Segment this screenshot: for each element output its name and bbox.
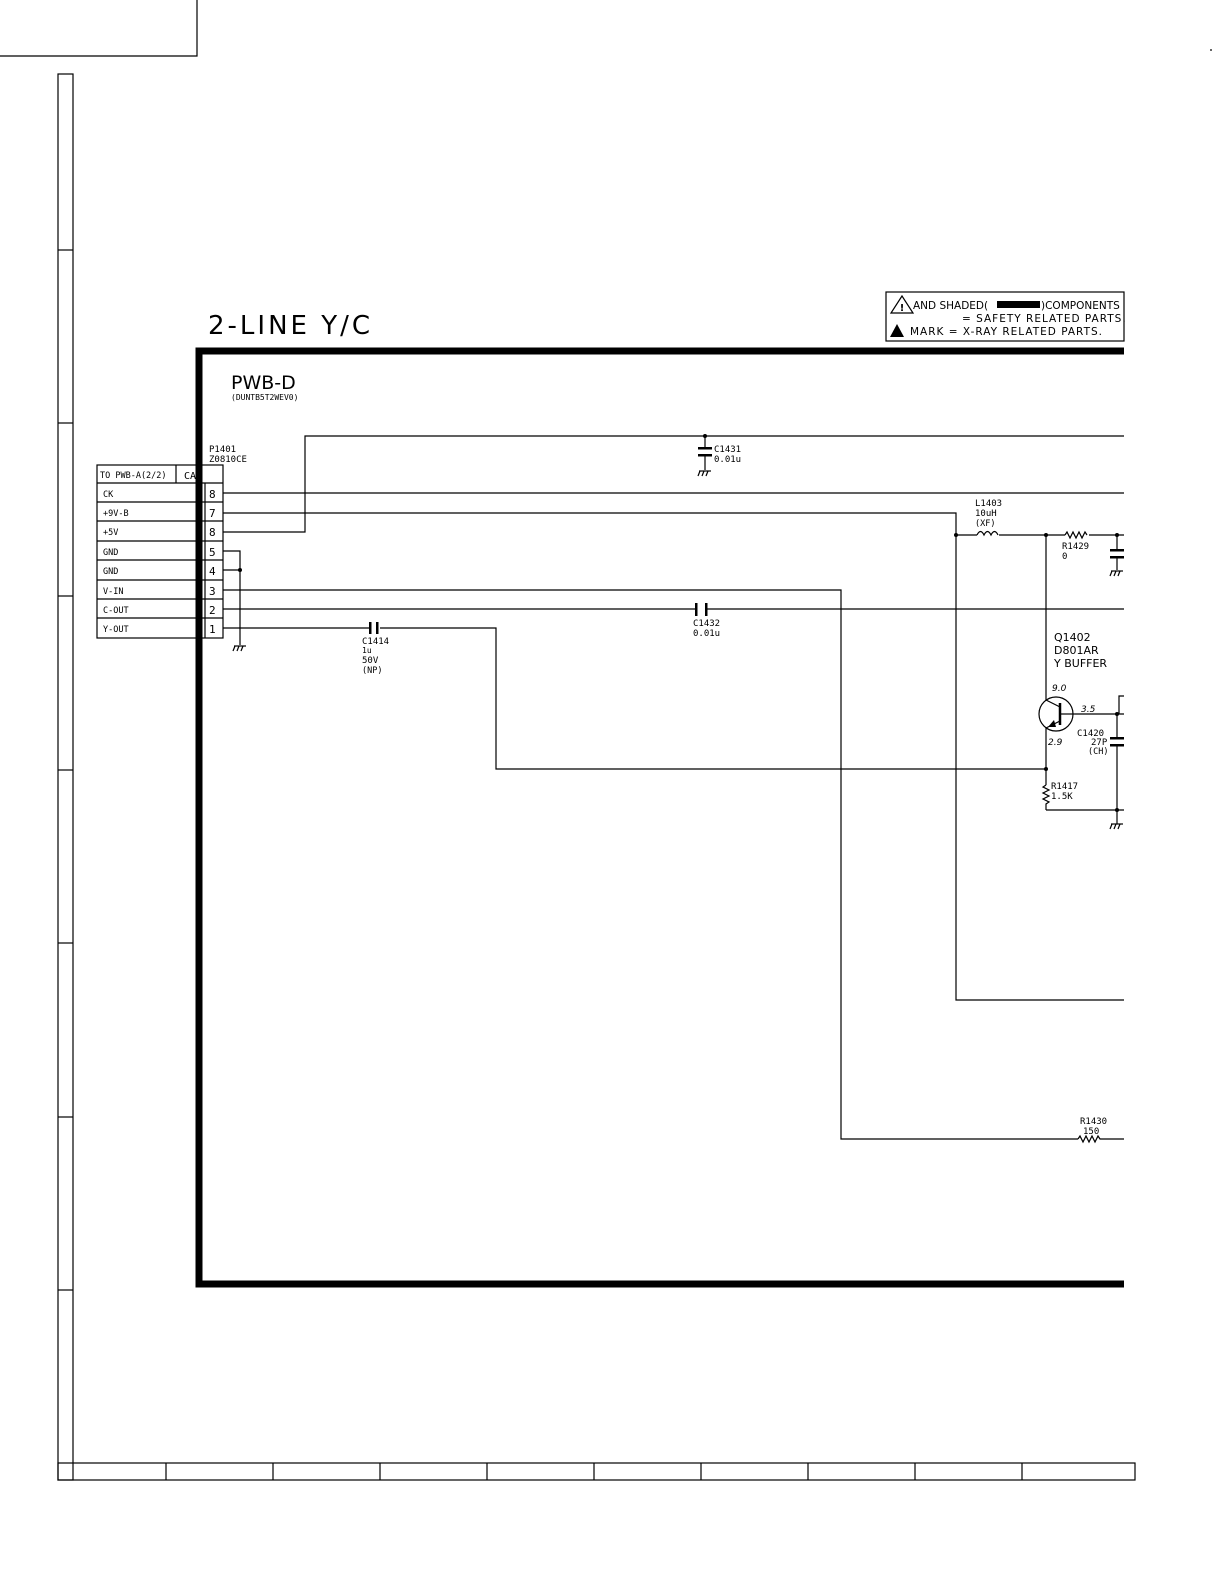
wire-9v-b <box>223 512 1124 1001</box>
r1430-ref: R1430 <box>1080 1117 1107 1127</box>
capacitor-partial <box>1110 549 1124 559</box>
safety-note-line2: = SAFETY RELATED PARTS. <box>962 313 1127 325</box>
r1417-value: 1.5K <box>1051 792 1073 802</box>
pin-number: 4 <box>209 565 216 578</box>
page-corner-box <box>0 0 198 57</box>
c1414-type: (NP) <box>362 666 382 676</box>
q1402-voltage-collector: 9.0 <box>1052 684 1067 694</box>
board-part-code: (DUNTB5T2WEV0) <box>231 393 298 402</box>
r1429-ref: R1429 <box>1062 542 1089 552</box>
transistor-q1402: Q1402 D801AR Y BUFFER 9.0 3.5 2.9 <box>1038 631 1107 748</box>
pin-number: 7 <box>209 507 216 520</box>
ground-symbol <box>697 470 711 477</box>
pin-signal: V-IN <box>103 587 123 597</box>
svg-text:!: ! <box>900 303 905 314</box>
ground-symbol <box>1109 810 1123 830</box>
resistor-r1430: R1430 150 <box>1077 1117 1124 1144</box>
c1414-value: 1u <box>362 646 372 655</box>
connector-p1401: P1401 Z0810CE TO PWB-A(2/2) CA CK 8 +9V-… <box>96 445 247 639</box>
c1420-ref: C1420 <box>1077 729 1104 739</box>
c1420-value: 27P <box>1091 738 1108 748</box>
pin-signal: GND <box>103 548 118 558</box>
l1403-ref: L1403 <box>975 499 1002 509</box>
pin-signal: C-OUT <box>103 606 129 616</box>
c1432-ref: C1432 <box>693 619 720 629</box>
pin-signal: +9V-B <box>103 509 129 519</box>
r1417-ref: R1417 <box>1051 782 1078 792</box>
ground-symbol <box>1109 570 1123 577</box>
pin-number: 5 <box>209 546 216 559</box>
capacitor-c1414: C1414 1u 50V (NP) <box>362 622 389 676</box>
pin-number: 1 <box>209 623 216 636</box>
connector-ref: P1401 <box>209 445 236 455</box>
pin-number: 8 <box>209 526 216 539</box>
r1429-value: 0 <box>1062 552 1067 562</box>
q1402-ref: Q1402 <box>1054 631 1091 644</box>
safety-note-line1-post: )COMPONENTS <box>1041 300 1120 312</box>
capacitor-c1432: C1432 0.01u <box>693 603 720 639</box>
resistor-r1429: R1429 0 <box>1062 530 1089 562</box>
c1431-ref: C1431 <box>714 445 741 455</box>
q1402-function: Y BUFFER <box>1053 657 1107 670</box>
q1402-voltage-base: 3.5 <box>1081 705 1096 715</box>
r1430-value: 150 <box>1083 1127 1099 1137</box>
c1432-value: 0.01u <box>693 629 720 639</box>
board-name: PWB-D <box>231 372 296 394</box>
l1403-type: (XF) <box>975 519 995 529</box>
wire-gnd <box>223 550 241 645</box>
ground-symbol <box>232 645 246 652</box>
q1402-part: D801AR <box>1054 644 1099 657</box>
diagram-title: 2-LINE Y/C <box>208 311 373 341</box>
pin-signal: Y-OUT <box>103 625 129 635</box>
pin-number: 2 <box>209 604 216 617</box>
page-edge-mask <box>1128 290 1225 1300</box>
safety-note: ! AND SHADED( )COMPONENTS = SAFETY RELAT… <box>885 291 1127 342</box>
q1402-voltage-emitter: 2.9 <box>1048 738 1063 748</box>
connector-part: Z0810CE <box>209 455 247 465</box>
pin-signal: CK <box>103 490 114 500</box>
bottom-grid-ruler <box>57 1462 1136 1481</box>
c1420-type: (CH) <box>1088 747 1108 757</box>
inductor-l1403: L1403 10uH (XF) <box>975 499 1002 537</box>
warning-triangle-icon <box>889 294 915 314</box>
left-grid-ruler <box>57 73 74 1481</box>
l1403-value: 10uH <box>975 509 997 519</box>
capacitor-c1420: C1420 27P (CH) <box>1077 729 1124 757</box>
safety-note-line1-pre: AND SHADED( <box>913 300 988 312</box>
resistor-r1417: R1417 1.5K <box>1041 782 1078 810</box>
wires <box>223 435 1124 1140</box>
c1414-ref: C1414 <box>362 637 389 647</box>
pin-signal: +5V <box>103 528 118 538</box>
capacitor-c1431: C1431 0.01u <box>698 445 741 465</box>
pin-number: 3 <box>209 585 216 598</box>
c1431-value: 0.01u <box>714 455 741 465</box>
pwb-d-board-outline <box>195 347 1124 1288</box>
safety-note-line3: MARK = X-RAY RELATED PARTS. <box>910 326 1103 338</box>
wire-5v <box>223 435 1124 533</box>
connector-header-code: CA <box>184 471 196 482</box>
junction-dots <box>238 434 1119 812</box>
pin-number: 8 <box>209 488 216 501</box>
shaded-component-swatch <box>997 301 1040 308</box>
c1414-rating: 50V <box>362 656 379 666</box>
pin-signal: GND <box>103 567 118 577</box>
xray-triangle-icon <box>890 324 904 337</box>
connector-header-label: TO PWB-A(2/2) <box>100 471 167 481</box>
wire-v-in <box>223 589 1078 1140</box>
